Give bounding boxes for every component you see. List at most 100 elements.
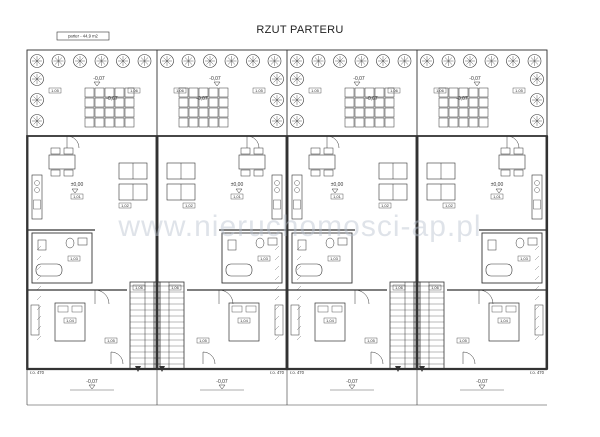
tree-icon bbox=[30, 93, 44, 107]
wall-hatch bbox=[534, 315, 540, 321]
paving-slab bbox=[218, 107, 229, 118]
level-arrow-icon bbox=[88, 384, 96, 390]
room-tag: 1,04 bbox=[240, 318, 249, 323]
washing-machine-icon bbox=[297, 239, 307, 251]
tree-icon bbox=[463, 54, 477, 68]
area-box bbox=[56, 31, 110, 41]
hob-icon bbox=[294, 187, 300, 193]
terrace-level: -0,07 bbox=[469, 76, 481, 82]
washing-machine-icon bbox=[227, 239, 237, 251]
wall-hatch bbox=[296, 335, 302, 341]
floor-level: ±0,00 bbox=[491, 182, 504, 188]
paving-slab bbox=[364, 117, 375, 128]
wall-hatch bbox=[274, 265, 280, 271]
watermark: www.nieruchomosci-ap.pl bbox=[117, 210, 481, 243]
room-tag: 1,03 bbox=[260, 256, 269, 261]
paving-slab bbox=[104, 107, 115, 118]
terrace-level: -0,07 bbox=[93, 76, 105, 82]
tree-icon bbox=[506, 54, 520, 68]
chair-icon bbox=[253, 147, 264, 155]
chair-icon bbox=[513, 169, 524, 177]
hob-icon bbox=[34, 180, 40, 186]
door-icon bbox=[370, 351, 384, 365]
level-arrow-icon bbox=[495, 188, 503, 194]
front-level: -0,07 bbox=[216, 379, 228, 385]
tree-icon bbox=[181, 54, 196, 68]
door-icon bbox=[354, 289, 370, 305]
paving-slab bbox=[478, 87, 489, 98]
paving-slab bbox=[344, 97, 355, 108]
paving-slab bbox=[458, 97, 469, 108]
hob-icon bbox=[534, 187, 540, 193]
wall-hatch bbox=[534, 305, 540, 311]
tree-hatch bbox=[508, 56, 518, 66]
paving-slab bbox=[458, 107, 469, 118]
toilet-icon bbox=[515, 237, 525, 249]
tree-icon bbox=[420, 54, 434, 68]
bottom-note: r.o. 470 bbox=[270, 370, 285, 375]
tree-hatch bbox=[443, 56, 454, 66]
room-tag-box bbox=[252, 87, 266, 94]
pillow-icon bbox=[57, 305, 69, 313]
wardrobe-icon bbox=[30, 304, 40, 336]
area-label: parter - 44,9 m2 bbox=[68, 34, 98, 39]
paving-slab bbox=[84, 117, 95, 128]
paving-slab bbox=[468, 97, 479, 108]
wall-hatch bbox=[274, 325, 280, 331]
terrace-paving bbox=[178, 87, 229, 128]
paving-slab bbox=[458, 117, 469, 128]
room-tag-box bbox=[70, 193, 84, 200]
tree-hatch bbox=[356, 56, 367, 66]
tree-hatch bbox=[313, 56, 324, 66]
room-tag-box bbox=[63, 317, 77, 324]
wall-hatch bbox=[36, 335, 42, 341]
tree-hatch bbox=[248, 56, 258, 66]
tree-icon bbox=[203, 54, 217, 68]
tree-icon bbox=[73, 54, 87, 68]
room-tag-box bbox=[364, 337, 378, 344]
sink-icon bbox=[293, 199, 301, 210]
paving-slab bbox=[198, 107, 209, 118]
terrace-level-2: -0,07 bbox=[106, 96, 118, 102]
paving-slab bbox=[384, 107, 395, 118]
room-tag-box bbox=[327, 255, 341, 262]
wall-hatch bbox=[274, 285, 280, 291]
terrace-level: -0,07 bbox=[353, 76, 365, 82]
washbasin-icon bbox=[527, 237, 538, 246]
wall-hatch bbox=[296, 255, 302, 261]
pillow-icon bbox=[317, 305, 329, 313]
dining-table bbox=[48, 154, 76, 170]
tree-hatch bbox=[532, 116, 542, 126]
washbasin-icon bbox=[337, 237, 348, 246]
room-tag-box bbox=[433, 87, 447, 94]
wall-hatch bbox=[274, 245, 280, 251]
paving-slab bbox=[188, 107, 199, 118]
wall-hatch bbox=[296, 285, 302, 291]
terrace-level: -0,07 bbox=[209, 76, 221, 82]
level-arrow-icon bbox=[478, 384, 486, 390]
sink-icon bbox=[273, 199, 281, 210]
chair-icon bbox=[50, 169, 61, 177]
room-tag: 1.05 bbox=[51, 88, 60, 93]
room-tag-box bbox=[104, 337, 118, 344]
bathtub-icon bbox=[485, 263, 513, 277]
tree-hatch bbox=[292, 95, 302, 105]
paving-slab bbox=[218, 117, 229, 128]
bed-icon bbox=[488, 302, 520, 342]
paving-slab bbox=[94, 97, 105, 108]
bottom-note: r.o. 470 bbox=[30, 370, 45, 375]
tree-hatch bbox=[269, 56, 280, 66]
tree-icon bbox=[484, 54, 499, 68]
terrace-paving bbox=[344, 87, 395, 128]
hob-icon bbox=[534, 180, 540, 186]
room-tag-box bbox=[127, 87, 141, 94]
room-tag: 1,02 bbox=[185, 203, 194, 208]
room-tag: 1,05 bbox=[367, 338, 376, 343]
tree-icon bbox=[530, 72, 544, 86]
tree-icon bbox=[116, 54, 130, 68]
room-tag: 1,04 bbox=[326, 318, 335, 323]
terrace-level-2: -0,07 bbox=[196, 96, 208, 102]
tree-icon bbox=[94, 54, 109, 68]
level-arrow-icon bbox=[331, 188, 339, 194]
bathroom bbox=[31, 232, 93, 284]
